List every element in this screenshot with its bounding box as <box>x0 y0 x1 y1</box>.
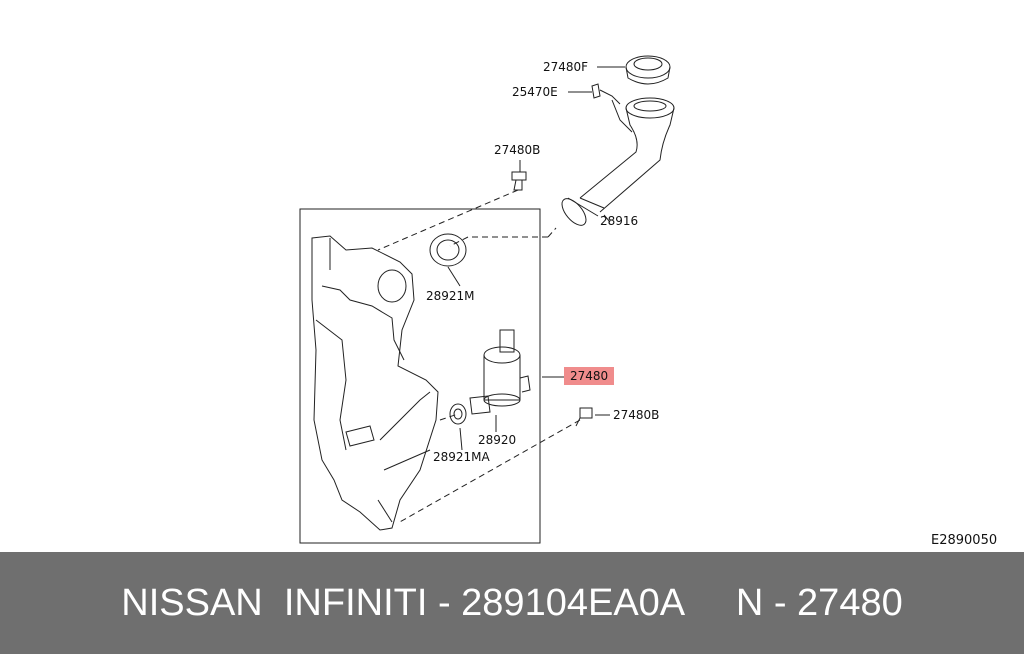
filler-cap-27480F <box>625 55 671 85</box>
assembly-frame <box>299 208 541 544</box>
label-28921M: 28921M <box>426 289 475 303</box>
label-27480-highlighted: 27480 <box>564 367 615 385</box>
label-25470E: 25470E <box>512 85 558 99</box>
washer-tank <box>311 235 439 531</box>
footer-title: NISSAN INFINITI - 289104EA0A N - 27480 <box>121 581 903 624</box>
grommet-28921MA <box>449 403 467 425</box>
clip-25470E <box>591 83 621 105</box>
filler-neck-28916 <box>561 97 675 226</box>
label-27480F: 27480F <box>543 60 589 74</box>
washer-pump-28920 <box>469 329 531 415</box>
footer-banner: NISSAN INFINITI - 289104EA0A N - 27480 <box>0 552 1024 654</box>
bolt-27480B-right <box>575 407 593 427</box>
label-27480B-top: 27480B <box>494 143 541 157</box>
label-28921MA: 28921MA <box>433 450 490 464</box>
bolt-27480B-top <box>511 171 527 191</box>
diagram-code: E2890050 <box>931 533 998 548</box>
grommet-28921M <box>429 233 467 267</box>
parts-diagram <box>299 55 675 544</box>
label-28920: 28920 <box>478 433 517 447</box>
label-28916: 28916 <box>600 214 639 228</box>
label-27480B-right: 27480B <box>613 408 660 422</box>
